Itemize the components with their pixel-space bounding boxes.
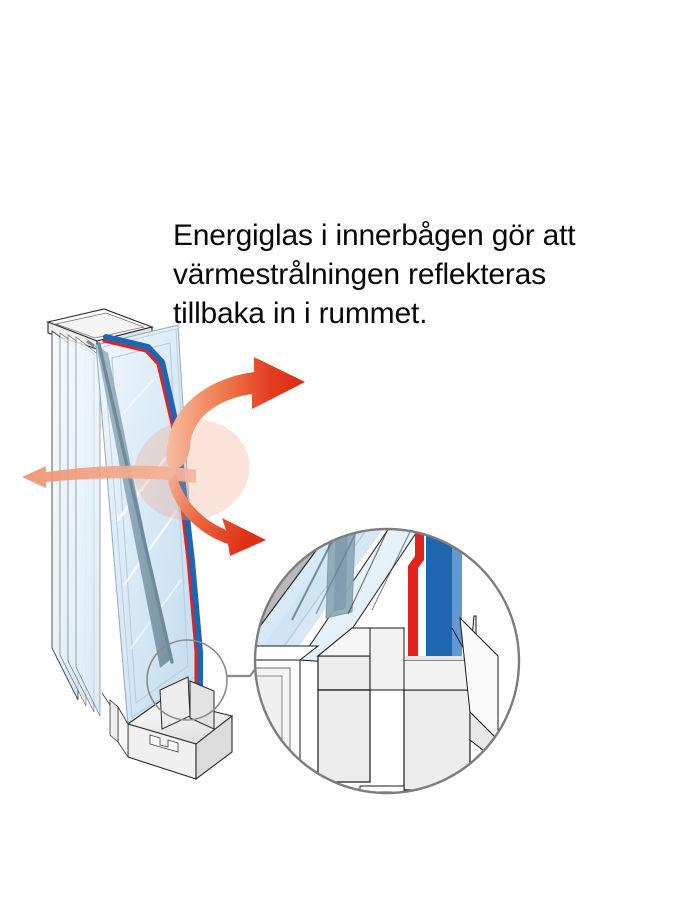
detail-circle-callout: [253, 527, 521, 795]
escaping-heat-arrow: [22, 465, 196, 488]
heat-arrow-group: [22, 357, 305, 556]
heat-swirl-shadow: [134, 419, 250, 521]
detail-energy-glass: [426, 529, 452, 690]
detail-low-e-coating: [408, 529, 424, 690]
detail-marker-circle: [146, 639, 228, 721]
window-top-frame: [46, 308, 154, 353]
window-sill: [101, 676, 234, 781]
outer-glass-panes: [51, 330, 101, 717]
reflected-heat-arrow-upper: [166, 357, 305, 470]
low-e-coating-line: [102, 339, 198, 692]
glass-edge-line: [86, 339, 174, 668]
page-title: Energiglas i innerbågen gör att värmestr…: [173, 219, 576, 330]
detail-circle-border: [253, 527, 521, 795]
callout-connector-line: [226, 667, 257, 678]
reflected-heat-arrow-lower: [168, 474, 266, 556]
